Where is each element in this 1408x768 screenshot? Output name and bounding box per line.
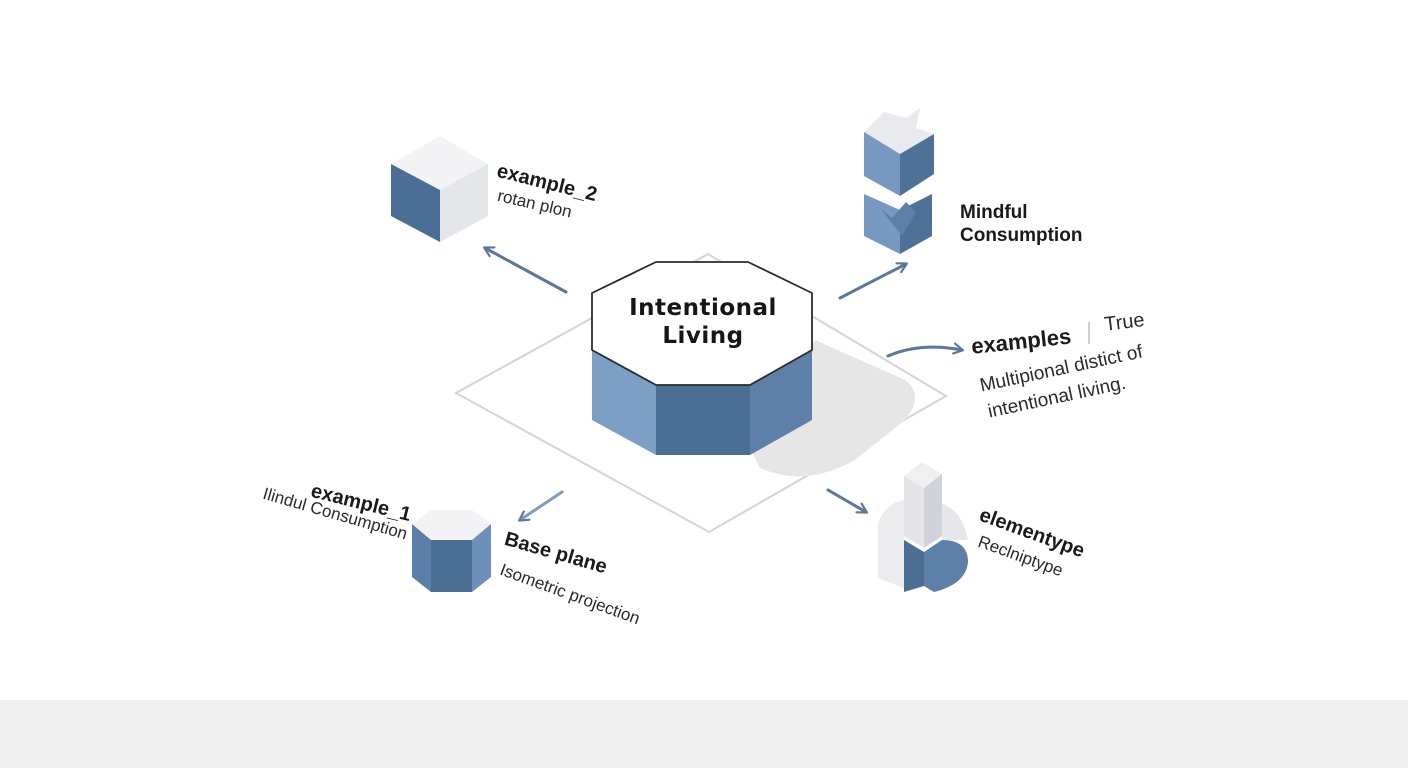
node-title-top-right: Mindful Consumption <box>960 201 1082 247</box>
curved-block-icon <box>878 462 968 592</box>
node-title-top-right-line2: Consumption <box>960 225 1083 246</box>
hexagonal-prism-icon <box>412 510 491 592</box>
center-title: Intentional Living <box>596 294 810 350</box>
center-shadow <box>752 340 915 477</box>
node-title-top-right-line1: Mindful <box>960 202 1028 223</box>
footer-band <box>0 700 1408 768</box>
center-title-line1: Intentional <box>629 295 777 321</box>
center-prism-icon <box>591 261 813 455</box>
arrow-icon <box>520 490 564 520</box>
arrow-icon <box>485 248 568 294</box>
node-tag-right: True <box>1103 309 1146 336</box>
arrow-icon <box>826 488 866 512</box>
split-cube-icon <box>864 108 934 254</box>
arrow-icon <box>886 347 962 358</box>
cube-icon <box>391 136 488 242</box>
center-title-line2: Living <box>662 323 744 349</box>
arrow-icon <box>838 264 906 300</box>
